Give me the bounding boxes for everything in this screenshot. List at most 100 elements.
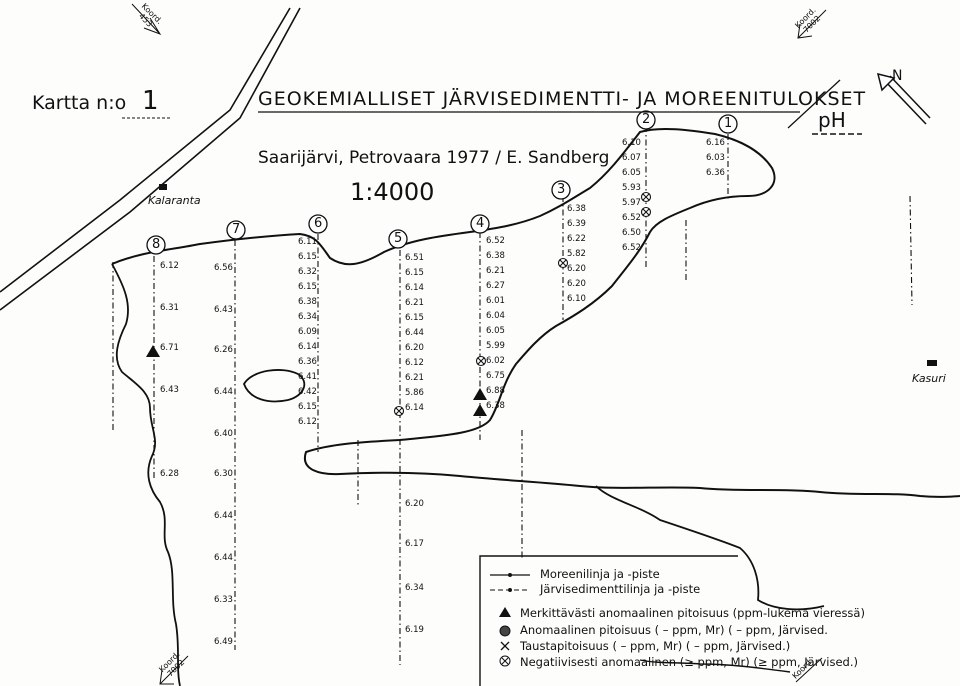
sample-value: 6.28 — [160, 469, 179, 479]
line-8-marker — [146, 235, 166, 255]
legend-sediment: Järvisedimenttilinja ja -piste — [540, 582, 701, 596]
north-arrow-icon — [876, 72, 931, 125]
sample-value: 6.52 — [486, 236, 505, 246]
line-1-marker — [718, 114, 738, 134]
south-stream — [639, 659, 791, 673]
sample-value: 6.38 — [567, 204, 586, 214]
sample-value: 6.56 — [214, 263, 233, 273]
map-subtitle: Saarijärvi, Petrovaara 1977 / E. Sandber… — [258, 148, 610, 168]
sample-value: 6.41 — [298, 372, 317, 382]
sample-value: 6.75 — [486, 371, 505, 381]
line-4-marker — [470, 214, 490, 234]
sample-value: 6.44 — [405, 328, 424, 338]
sample-value: 6.52 — [622, 243, 641, 253]
sample-value: 6.27 — [486, 281, 505, 291]
line-7-marker — [226, 220, 246, 240]
element-label: pH — [818, 108, 846, 132]
sample-value: 6.33 — [214, 595, 233, 605]
place-kasuri: Kasuri — [912, 372, 946, 385]
road-line-a — [0, 7, 291, 293]
line-4-number: 4 — [476, 216, 485, 231]
sample-value: 6.05 — [486, 326, 505, 336]
sample-value: 6.14 — [298, 342, 317, 352]
kasuri-house-icon — [927, 360, 937, 366]
line-7-number: 7 — [232, 222, 241, 237]
legend-background: Taustapitoisuus ( – ppm, Mr) ( – ppm, Jä… — [520, 639, 791, 653]
negative-anomaly-icon — [557, 257, 569, 269]
sample-value: 6.49 — [214, 637, 233, 647]
road-line-b — [0, 7, 301, 311]
sample-value: 6.50 — [622, 228, 641, 238]
line-3-number: 3 — [557, 182, 566, 197]
map-title: GEOKEMIALLISET JÄRVISEDIMENTTI- JA MOREE… — [258, 88, 867, 110]
sample-value: 6.38 — [486, 251, 505, 261]
sample-value: 5.86 — [405, 388, 424, 398]
south-bay-shoreline — [595, 485, 825, 611]
sample-value: 6.15 — [405, 313, 424, 323]
legend-moraine: Moreenilinja ja -piste — [540, 567, 660, 581]
coord-mark-bl — [159, 655, 189, 685]
sample-value: 6.40 — [214, 429, 233, 439]
sample-value: 6.21 — [405, 298, 424, 308]
sample-value: 6.21 — [486, 266, 505, 276]
sample-value: 6.05 — [622, 168, 641, 178]
sample-value: 6.43 — [160, 385, 179, 395]
line-6-number: 6 — [314, 216, 323, 231]
sample-value: 6.01 — [486, 296, 505, 306]
west-shoreline — [111, 263, 181, 686]
kartta-label: Kartta n:o — [32, 92, 127, 114]
sample-value: 6.15 — [298, 282, 317, 292]
line-6-marker — [308, 214, 328, 234]
sample-value: 6.42 — [298, 387, 317, 397]
negative-anomaly-icon — [393, 405, 405, 417]
sample-value: 6.15 — [298, 402, 317, 412]
sample-value: 6.14 — [405, 283, 424, 293]
negative-anomaly-icon — [475, 355, 487, 367]
sample-value: 6.07 — [622, 153, 641, 163]
sample-value: 6.10 — [622, 138, 641, 148]
sample-value: 6.04 — [486, 311, 505, 321]
sample-value: 6.12 — [405, 358, 424, 368]
legend-symbols — [490, 573, 530, 667]
sample-value: 6.44 — [214, 511, 233, 521]
legend-significant-anomaly: Merkittävästi anomaalinen pitoisuus (ppm… — [520, 606, 865, 620]
line-8-number: 8 — [152, 237, 161, 252]
sample-value: 6.36 — [706, 168, 725, 178]
sample-value: 6.21 — [405, 373, 424, 383]
north-label: N — [892, 68, 903, 84]
sample-value: 6.03 — [706, 153, 725, 163]
sample-value: 6.34 — [298, 312, 317, 322]
sample-value: 6.88 — [486, 386, 505, 396]
sample-value: 6.39 — [567, 219, 586, 229]
sample-value: 6.71 — [160, 343, 179, 353]
sample-value: 6.38 — [486, 401, 505, 411]
sample-value: 6.31 — [160, 303, 179, 313]
sample-value: 5.93 — [622, 183, 641, 193]
sample-value: 6.43 — [214, 305, 233, 315]
map-scale: 1:4000 — [350, 178, 435, 206]
sample-value: 6.30 — [214, 469, 233, 479]
line-2-number: 2 — [642, 112, 651, 127]
moraine-line-e — [909, 195, 913, 306]
sample-value: 6.20 — [405, 499, 424, 509]
sample-value: 6.26 — [214, 345, 233, 355]
negative-anomaly-icon — [640, 191, 652, 203]
negative-anomaly-icon — [640, 206, 652, 218]
legend-frame — [479, 555, 738, 686]
sample-value: 6.12 — [298, 417, 317, 427]
legend-anomalous: Anomaalinen pitoisuus ( – ppm, Mr) ( – p… — [520, 623, 828, 637]
sample-value: 6.20 — [567, 264, 586, 274]
sample-value: 6.17 — [405, 539, 424, 549]
coord-mark-tr — [797, 9, 827, 39]
anomaly-triangle-icon — [473, 388, 487, 400]
sample-value: 6.38 — [298, 297, 317, 307]
line-3-marker — [551, 180, 571, 200]
kartta-number: 1 — [142, 86, 159, 116]
sample-value: 6.16 — [706, 138, 725, 148]
line-5-number: 5 — [394, 231, 403, 246]
line-1-number: 1 — [724, 116, 733, 131]
sample-value: 6.14 — [405, 403, 424, 413]
sample-value: 6.09 — [298, 327, 317, 337]
